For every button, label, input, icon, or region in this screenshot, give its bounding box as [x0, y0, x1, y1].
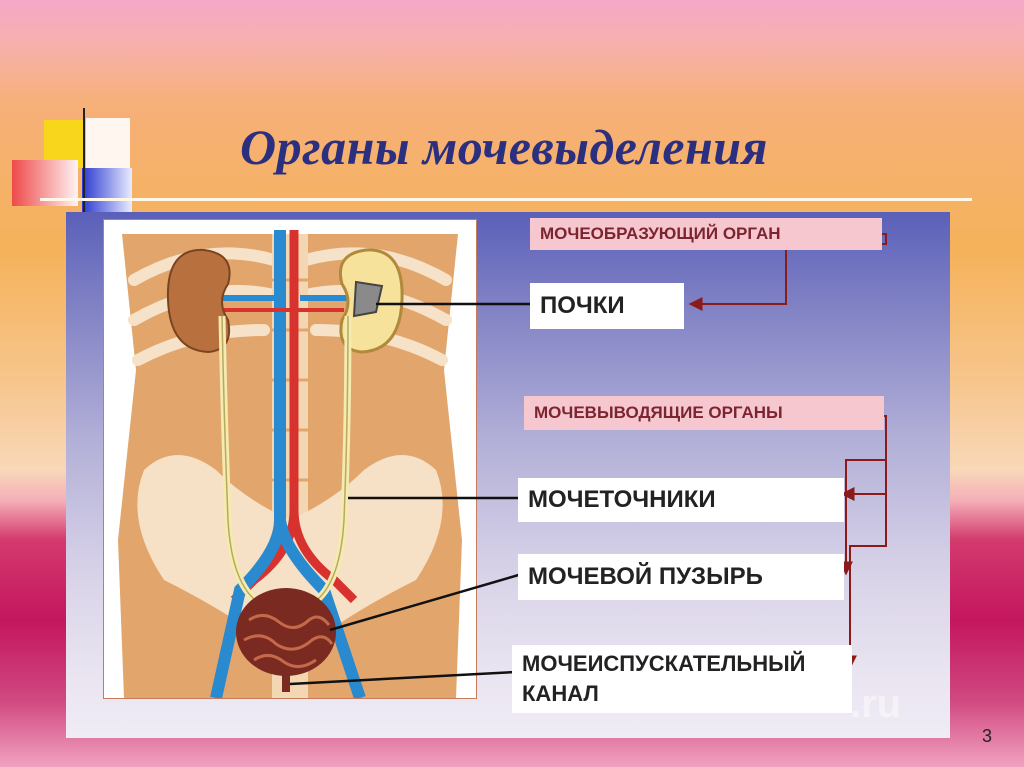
bladder [236, 588, 336, 676]
label-excreting-organs: МОЧЕВЫВОДЯЩИЕ ОРГАНЫ [524, 396, 884, 430]
label-forming-organ: МОЧЕОБРАЗУЮЩИЙ ОРГАН [530, 218, 882, 250]
watermark: .ru [850, 682, 902, 726]
decor-blue-square [82, 168, 132, 216]
decor-vertical-line [83, 108, 85, 218]
label-urethra: МОЧЕИСПУСКАТЕЛЬНЫЙ КАНАЛ [512, 645, 852, 713]
connector-excreting-main [843, 415, 887, 670]
connector-bladder [839, 459, 886, 576]
label-bladder: МОЧЕВОЙ ПУЗЫРЬ [518, 554, 844, 600]
title-underline [40, 198, 972, 201]
label-kidneys: ПОЧКИ [530, 283, 684, 329]
pointer-bladder [329, 572, 523, 632]
decor-white-square [86, 118, 130, 172]
label-ureters: МОЧЕТОЧНИКИ [518, 478, 844, 522]
label-urethra-line2: КАНАЛ [522, 681, 599, 706]
slide-title: Органы мочевыделения [240, 119, 768, 175]
pointer-urethra [289, 670, 517, 686]
page-number: 3 [982, 726, 993, 746]
anatomy-illustration [103, 219, 477, 700]
label-urethra-line1: МОЧЕИСПУСКАТЕЛЬНЫЙ [522, 651, 806, 676]
